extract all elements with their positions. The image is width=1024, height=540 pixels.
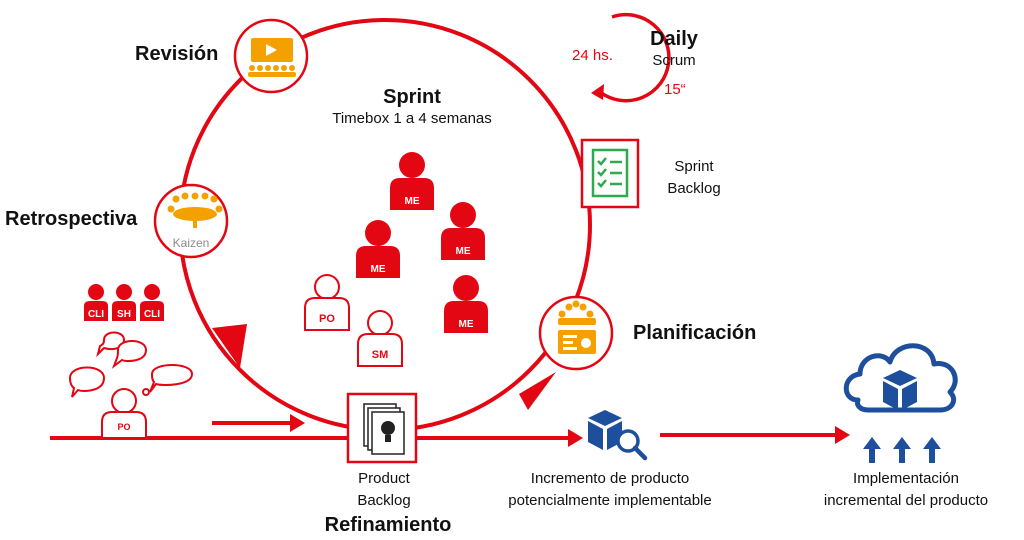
sprint-backlog-line2: Backlog — [667, 180, 721, 197]
cli-label: CLI — [144, 309, 160, 320]
client-icon: CLI — [84, 284, 108, 321]
team-member-icon: ME — [444, 275, 488, 333]
kaizen-icon — [153, 183, 229, 259]
po-label: PO — [117, 422, 130, 432]
client-icon: CLI — [140, 284, 164, 321]
daily-loop — [598, 12, 671, 103]
cli-label: CLI — [88, 309, 104, 320]
scrum-master-icon: SM — [357, 310, 403, 367]
cloud-deploy-icon — [843, 343, 958, 463]
flow-arrow-increment-head — [568, 429, 583, 447]
sh-label: SH — [117, 309, 131, 320]
speech-bubbles — [68, 331, 194, 398]
product-owner-icon: PO — [304, 274, 350, 331]
team-member-icon: ME — [390, 152, 434, 210]
revision-label: Revisión — [135, 43, 219, 65]
implementacion-line1: Implementación — [853, 470, 959, 487]
daily-timebox: 15“ — [664, 81, 686, 98]
retrospectiva-label: Retrospectiva — [5, 208, 138, 230]
me-label: ME — [405, 196, 420, 207]
po-label: PO — [319, 313, 335, 325]
team-member-icon: ME — [356, 220, 400, 278]
implementacion-line2: incremental del producto — [823, 492, 989, 509]
planificacion-icon — [538, 295, 614, 371]
product-backlog-line1: Product — [358, 470, 410, 487]
revision-icon — [233, 18, 309, 94]
increment-line1: Incremento de producto — [530, 470, 690, 487]
product-backlog-icon — [346, 392, 418, 464]
increment-line2: potencialmente implementable — [508, 492, 712, 509]
daily-loop-arrowhead — [591, 84, 604, 100]
team-member-icon: ME — [441, 202, 485, 260]
daily-subtitle: Scrum — [652, 52, 696, 69]
sprint-backlog-icon — [580, 138, 640, 209]
sprint-backlog-line1: Sprint — [674, 158, 714, 175]
flow-arrow-left-head — [290, 414, 305, 432]
me-label: ME — [456, 246, 471, 257]
me-label: ME — [371, 264, 386, 275]
me-label: ME — [459, 319, 474, 330]
kaizen-label: Kaizen — [173, 236, 210, 250]
cycle-arrowhead-bottom — [519, 372, 556, 410]
flow-arrow-deploy-head — [835, 426, 850, 444]
sprint-title: Sprint — [383, 86, 441, 108]
product-backlog-line2: Backlog — [357, 492, 411, 509]
daily-cycle: 24 hs. — [572, 47, 613, 64]
refinamiento-label: Refinamiento — [324, 514, 452, 536]
increment-box-icon — [588, 410, 648, 461]
planificacion-label: Planificación — [633, 322, 757, 344]
sprint-timebox: Timebox 1 a 4 semanas — [332, 110, 492, 127]
stakeholder-icon: SH — [112, 284, 136, 321]
product-owner-stakeholder-icon: PO — [101, 388, 147, 439]
cycle-arrowhead-left — [212, 324, 247, 368]
sm-label: SM — [372, 349, 389, 361]
daily-title: Daily — [650, 28, 698, 50]
